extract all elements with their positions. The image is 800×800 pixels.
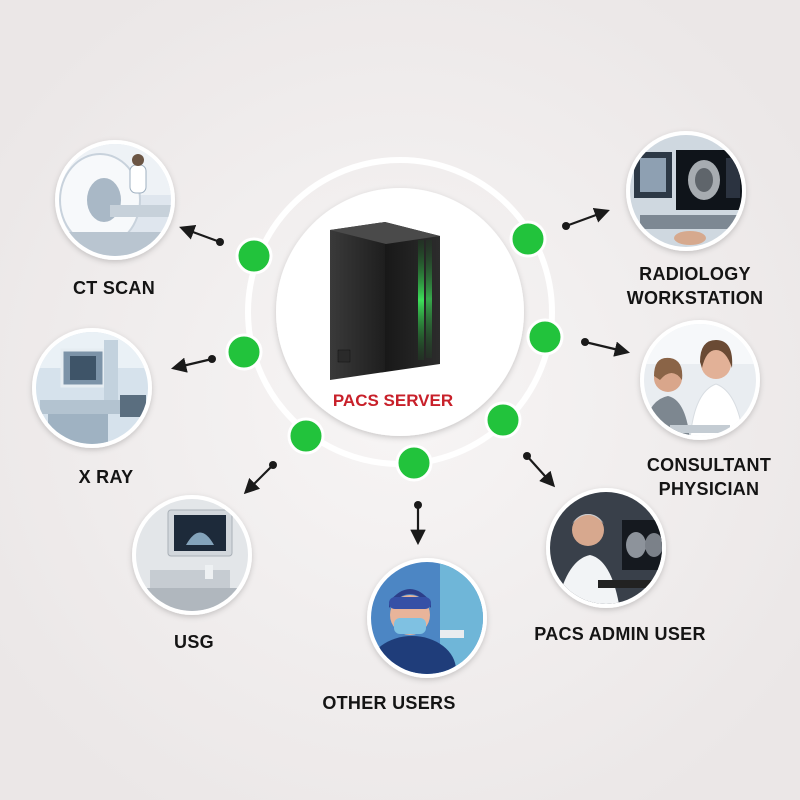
node-ct-scan: CT SCAN <box>55 140 175 298</box>
ultrasound-machine-icon <box>136 499 248 611</box>
connector-dot-radiology-workstation <box>509 220 547 258</box>
connector-dot-x-ray <box>225 333 263 371</box>
node-label-usg: USG <box>174 632 214 652</box>
node-usg: USG <box>132 495 252 652</box>
node-label-x-ray: X RAY <box>79 467 134 487</box>
connector-dot-pacs-admin-user <box>484 401 522 439</box>
node-label-ct-scan: CT SCAN <box>73 278 155 298</box>
arrow-consultant-physician <box>581 338 630 357</box>
server-tower-icon <box>330 222 440 380</box>
radiology-monitor-icon <box>630 135 742 247</box>
arrow-usg <box>243 461 277 495</box>
x-ray-machine-icon <box>36 332 148 444</box>
node-label-pacs-admin-user: PACS ADMIN USER <box>534 624 706 644</box>
physician-consultation-icon <box>644 324 756 436</box>
node-x-ray: X RAY <box>32 328 152 487</box>
arrows <box>171 208 630 546</box>
connector-dot-other-users <box>395 444 433 482</box>
server-label: PACS SERVER <box>333 391 453 410</box>
connector-dot-consultant-physician <box>526 318 564 356</box>
arrow-pacs-admin-user <box>523 452 556 488</box>
node-pacs-admin-user: PACS ADMIN USER <box>534 488 706 644</box>
connector-dots <box>225 220 564 482</box>
arrow-other-users <box>410 501 426 546</box>
connector-dot-ct-scan <box>235 237 273 275</box>
arrow-ct-scan <box>179 225 224 246</box>
ct-scanner-icon <box>59 144 171 256</box>
arrow-x-ray <box>171 355 216 373</box>
doctor-workstation-icon <box>550 492 662 604</box>
connector-dot-usg <box>287 417 325 455</box>
node-label-other-users: OTHER USERS <box>322 693 455 713</box>
arrow-radiology-workstation <box>562 208 610 230</box>
